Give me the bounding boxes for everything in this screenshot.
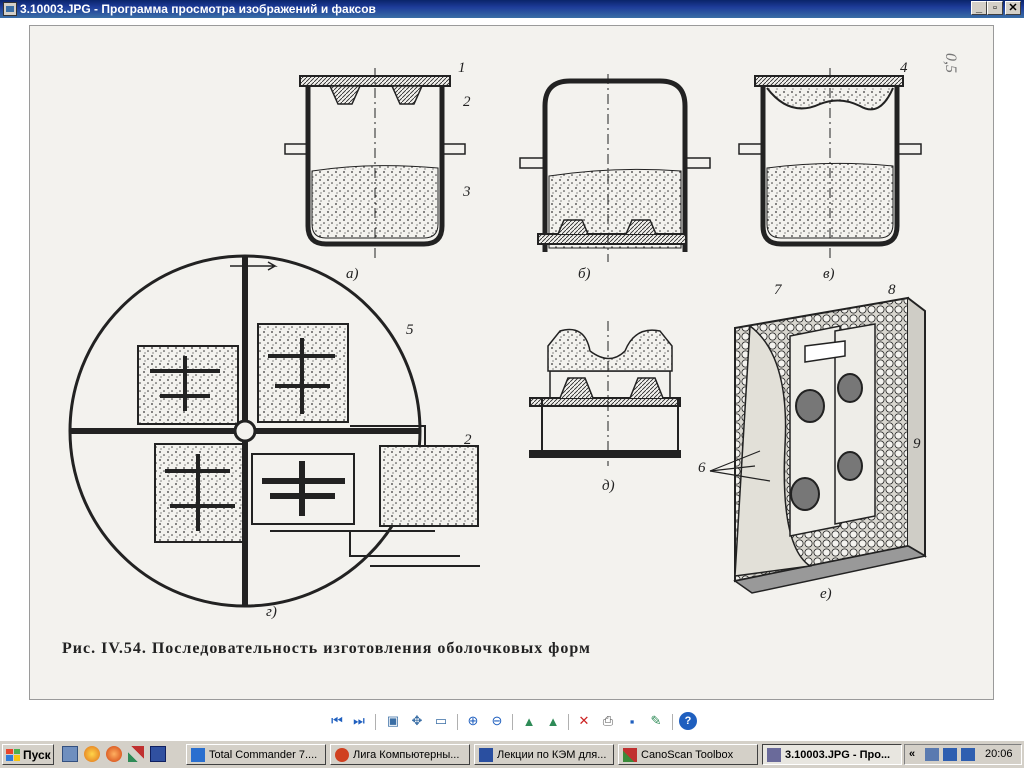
safely-remove-hardware-icon[interactable] [925,748,939,761]
callout-4: 4 [900,60,908,76]
rotate-clockwise-icon[interactable]: ▲ [522,713,536,729]
callout-2: 2 [463,94,471,110]
figure-label-a: а) [346,266,359,282]
tray-expand-button[interactable]: « [909,748,916,760]
callout-9: 9 [913,436,921,452]
windows-logo-icon [6,748,20,761]
previous-image-icon[interactable]: ⏮ [331,713,343,728]
task-label: Лига Компьютерны... [353,748,460,761]
toolbar-separator [672,714,673,730]
callout-3: 3 [463,184,471,200]
toolbar-separator [457,714,458,730]
figure-label-d: д) [602,478,615,494]
maximize-button[interactable]: ▫ [987,1,1003,15]
network-connection-icon[interactable] [943,748,957,761]
edit-icon[interactable]: ✎ [650,713,662,728]
callout-8: 8 [888,282,896,298]
zoom-in-icon[interactable]: ⊕ [467,713,479,728]
save-icon[interactable]: ▪ [629,713,635,729]
actual-size-icon[interactable]: ✥ [411,713,423,728]
task-label: Лекции по КЭМ для... [497,748,607,761]
network-icon[interactable] [128,746,144,762]
zoom-out-icon[interactable]: ⊖ [491,713,503,728]
figure-label-g: г) [266,604,277,620]
task-image-viewer[interactable]: 3.10003.JPG - Про... [762,744,902,765]
figure-label-b: б) [578,266,591,282]
next-image-icon[interactable]: ⏭ [353,713,365,728]
word-document-icon [479,747,493,762]
title-bar[interactable]: 3.10003.JPG - Программа просмотра изобра… [0,0,1024,18]
toolbar-separator [512,714,513,730]
callout-1: 1 [458,60,466,76]
toolbar-separator [568,714,569,730]
browser-icon[interactable] [84,746,100,762]
task-canoscan[interactable]: CanoScan Toolbox [618,744,758,765]
figure-label-e: е) [820,586,832,602]
slideshow-icon[interactable]: ▭ [434,713,448,728]
image-viewer-icon [767,747,781,762]
task-label: CanoScan Toolbox [641,748,734,761]
task-label: 3.10003.JPG - Про... [785,748,891,761]
callout-2b: 2 [464,432,472,448]
minimize-button[interactable]: _ [971,1,987,15]
callout-6: 6 [698,460,706,476]
image-viewer-app-icon[interactable] [3,2,17,16]
start-button[interactable]: Пуск [2,744,54,765]
task-total-commander[interactable]: Total Commander 7.... [186,744,326,765]
task-label: Total Commander 7.... [209,748,318,761]
figure-caption: Рис. IV.54. Последовательность изготовле… [62,640,591,657]
help-icon[interactable]: ? [679,712,697,730]
media-icon[interactable] [106,746,122,762]
callout-5: 5 [406,322,414,338]
figure-label-v: в) [823,266,835,282]
close-button[interactable]: ✕ [1005,1,1021,15]
handwritten-note: 0,5 [942,53,959,73]
show-desktop-icon[interactable] [62,746,78,762]
toolbar-separator [375,714,376,730]
scanned-figure-image: а) б) в) г) д) е) 1 2 3 4 5 2 7 8 6 9 0,… [29,25,994,700]
viewer-toolbar: ⏮ ⏭ ▣ ✥ ▭ ⊕ ⊖ ▲ ▲ ✕ ⎙ ▪ ✎ ? [0,704,1024,740]
opera-icon [335,747,349,762]
system-tray: « 20:06 [904,744,1022,765]
network-connection-icon[interactable] [961,748,975,761]
clock[interactable]: 20:06 [985,748,1013,760]
rotate-counterclockwise-icon[interactable]: ▲ [546,713,560,729]
task-liga[interactable]: Лига Компьютерны... [330,744,470,765]
start-label: Пуск [23,747,51,762]
task-lectures[interactable]: Лекции по КЭМ для... [474,744,614,765]
taskbar: Пуск Total Commander 7.... Лига Компьюте… [0,740,1024,768]
save-icon[interactable] [150,746,166,762]
delete-icon[interactable]: ✕ [578,713,590,728]
canoscan-icon [623,747,637,762]
total-commander-icon [191,747,205,762]
best-fit-icon[interactable]: ▣ [386,713,400,728]
callout-7: 7 [774,282,782,298]
window-title: 3.10003.JPG - Программа просмотра изобра… [20,2,376,16]
print-icon[interactable]: ⎙ [602,713,614,728]
technical-drawing [68,68,928,608]
image-display-area[interactable]: а) б) в) г) д) е) 1 2 3 4 5 2 7 8 6 9 0,… [0,18,1024,704]
